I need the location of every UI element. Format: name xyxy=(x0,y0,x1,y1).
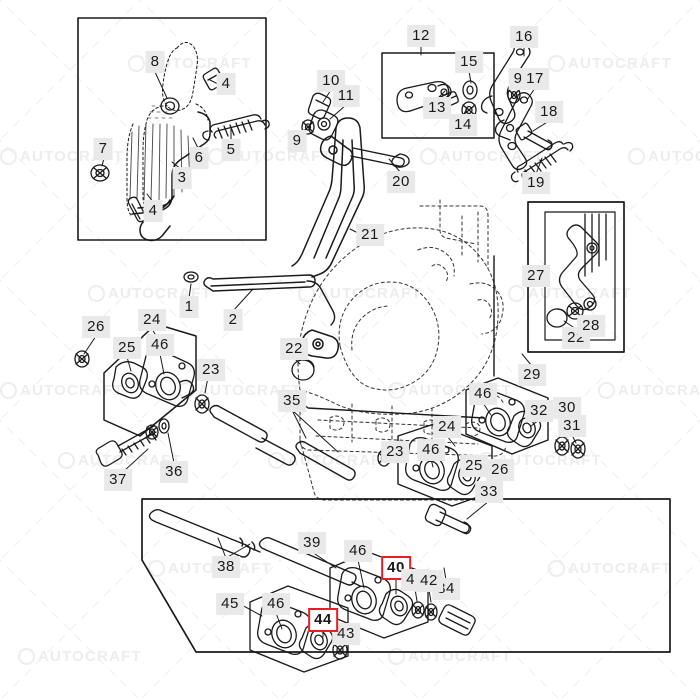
callout-label-33[interactable]: 33 xyxy=(475,481,503,503)
watermark-circle-icon xyxy=(128,55,145,72)
callout-label-16[interactable]: 16 xyxy=(510,26,538,48)
watermark: AUTOCRAFT xyxy=(298,285,422,302)
callout-label-27[interactable]: 27 xyxy=(522,265,550,287)
watermark-text: AUTOCRAFT xyxy=(528,285,632,302)
callout-label-2[interactable]: 2 xyxy=(223,309,243,331)
callout-label-29[interactable]: 29 xyxy=(518,364,546,386)
callout-label-35[interactable]: 35 xyxy=(278,390,306,412)
watermark-text: AUTOCRAFT xyxy=(318,285,422,302)
watermark-circle-icon xyxy=(148,560,165,577)
callout-label-42[interactable]: 42 xyxy=(415,570,443,592)
part-21-lever xyxy=(291,117,365,359)
callout-label-20[interactable]: 20 xyxy=(387,171,415,193)
callout-label-8[interactable]: 8 xyxy=(145,51,165,73)
callout-label-14[interactable]: 14 xyxy=(449,114,477,136)
callout-label-3[interactable]: 3 xyxy=(172,167,192,189)
callout-label-38[interactable]: 38 xyxy=(212,556,240,578)
watermark-circle-icon xyxy=(388,648,405,665)
callout-label-24[interactable]: 24 xyxy=(433,416,461,438)
callout-label-4[interactable]: 4 xyxy=(216,73,236,95)
watermark-circle-icon xyxy=(548,560,565,577)
watermark-text: AUTOCRAFT xyxy=(618,382,700,399)
callout-label-26[interactable]: 26 xyxy=(486,459,514,481)
watermark: AUTOCRAFT xyxy=(0,382,124,399)
callout-label-45[interactable]: 45 xyxy=(216,593,244,615)
watermark-text: AUTOCRAFT xyxy=(568,560,672,577)
watermark-text: AUTOCRAFT xyxy=(568,55,672,72)
callout-label-23[interactable]: 23 xyxy=(197,359,225,381)
watermark-text: AUTOCRAFT xyxy=(288,452,392,469)
callout-label-18[interactable]: 18 xyxy=(535,101,563,123)
watermark-text: AUTOCRAFT xyxy=(38,648,142,665)
callout-label-46[interactable]: 46 xyxy=(344,540,372,562)
callout-label-12[interactable]: 12 xyxy=(407,25,435,47)
callout-label-25[interactable]: 25 xyxy=(460,455,488,477)
callout-label-44-highlighted[interactable]: 44 xyxy=(308,608,338,632)
watermark-circle-icon xyxy=(420,148,437,165)
callout-label-5[interactable]: 5 xyxy=(221,139,241,161)
callout-label-15[interactable]: 15 xyxy=(455,51,483,73)
watermark-text: AUTOCRAFT xyxy=(440,148,544,165)
watermark-circle-icon xyxy=(598,382,615,399)
callout-label-1[interactable]: 1 xyxy=(179,296,199,318)
watermark: AUTOCRAFT xyxy=(598,382,700,399)
detail-box-top-left xyxy=(77,17,267,241)
callout-label-13[interactable]: 13 xyxy=(423,97,451,119)
watermark: AUTOCRAFT xyxy=(148,560,272,577)
watermark-circle-icon xyxy=(388,382,405,399)
callout-label-22[interactable]: 22 xyxy=(280,338,308,360)
callout-label-37[interactable]: 37 xyxy=(104,469,132,491)
callout-label-9[interactable]: 9 xyxy=(287,130,307,152)
watermark-circle-icon xyxy=(628,148,645,165)
callout-label-46[interactable]: 46 xyxy=(417,439,445,461)
callout-label-46[interactable]: 46 xyxy=(262,593,290,615)
watermark-circle-icon xyxy=(508,285,525,302)
callout-label-19[interactable]: 19 xyxy=(522,172,550,194)
watermark-text: AUTOCRAFT xyxy=(228,148,332,165)
callout-label-46[interactable]: 46 xyxy=(469,383,497,405)
callout-label-17[interactable]: 17 xyxy=(521,68,549,90)
callout-label-25[interactable]: 25 xyxy=(113,337,141,359)
callout-label-4[interactable]: 4 xyxy=(143,200,163,222)
callout-label-11[interactable]: 11 xyxy=(332,85,360,107)
watermark: AUTOCRAFT xyxy=(548,55,672,72)
watermark-circle-icon xyxy=(298,285,315,302)
watermark: AUTOCRAFT xyxy=(548,560,672,577)
watermark-circle-icon xyxy=(18,648,35,665)
watermark: AUTOCRAFT xyxy=(268,452,392,469)
watermark-text: AUTOCRAFT xyxy=(648,148,700,165)
watermark-circle-icon xyxy=(58,452,75,469)
callout-label-21[interactable]: 21 xyxy=(356,224,384,246)
watermark-circle-icon xyxy=(0,148,17,165)
callout-label-32[interactable]: 32 xyxy=(525,400,553,422)
watermark-circle-icon xyxy=(178,382,195,399)
callout-label-39[interactable]: 39 xyxy=(298,532,326,554)
watermark: AUTOCRAFT xyxy=(508,285,632,302)
watermark-circle-icon xyxy=(0,382,17,399)
watermark-circle-icon xyxy=(268,452,285,469)
callout-label-24[interactable]: 24 xyxy=(138,309,166,331)
watermark-circle-icon xyxy=(88,285,105,302)
watermark: AUTOCRAFT xyxy=(18,648,142,665)
watermark: AUTOCRAFT xyxy=(420,148,544,165)
callout-label-31[interactable]: 31 xyxy=(558,415,586,437)
callout-label-7[interactable]: 7 xyxy=(93,138,113,160)
callout-label-23[interactable]: 23 xyxy=(381,441,409,463)
spring-5 xyxy=(202,114,270,141)
callout-label-46[interactable]: 46 xyxy=(146,334,174,356)
watermark-text: AUTOCRAFT xyxy=(408,648,512,665)
watermark: AUTOCRAFT xyxy=(388,648,512,665)
watermark-circle-icon xyxy=(548,55,565,72)
callout-label-36[interactable]: 36 xyxy=(160,461,188,483)
watermark: AUTOCRAFT xyxy=(628,148,700,165)
callout-label-6[interactable]: 6 xyxy=(189,147,209,169)
watermark-text: AUTOCRAFT xyxy=(20,382,124,399)
callout-label-26[interactable]: 26 xyxy=(82,316,110,338)
callout-label-28[interactable]: 28 xyxy=(577,315,605,337)
